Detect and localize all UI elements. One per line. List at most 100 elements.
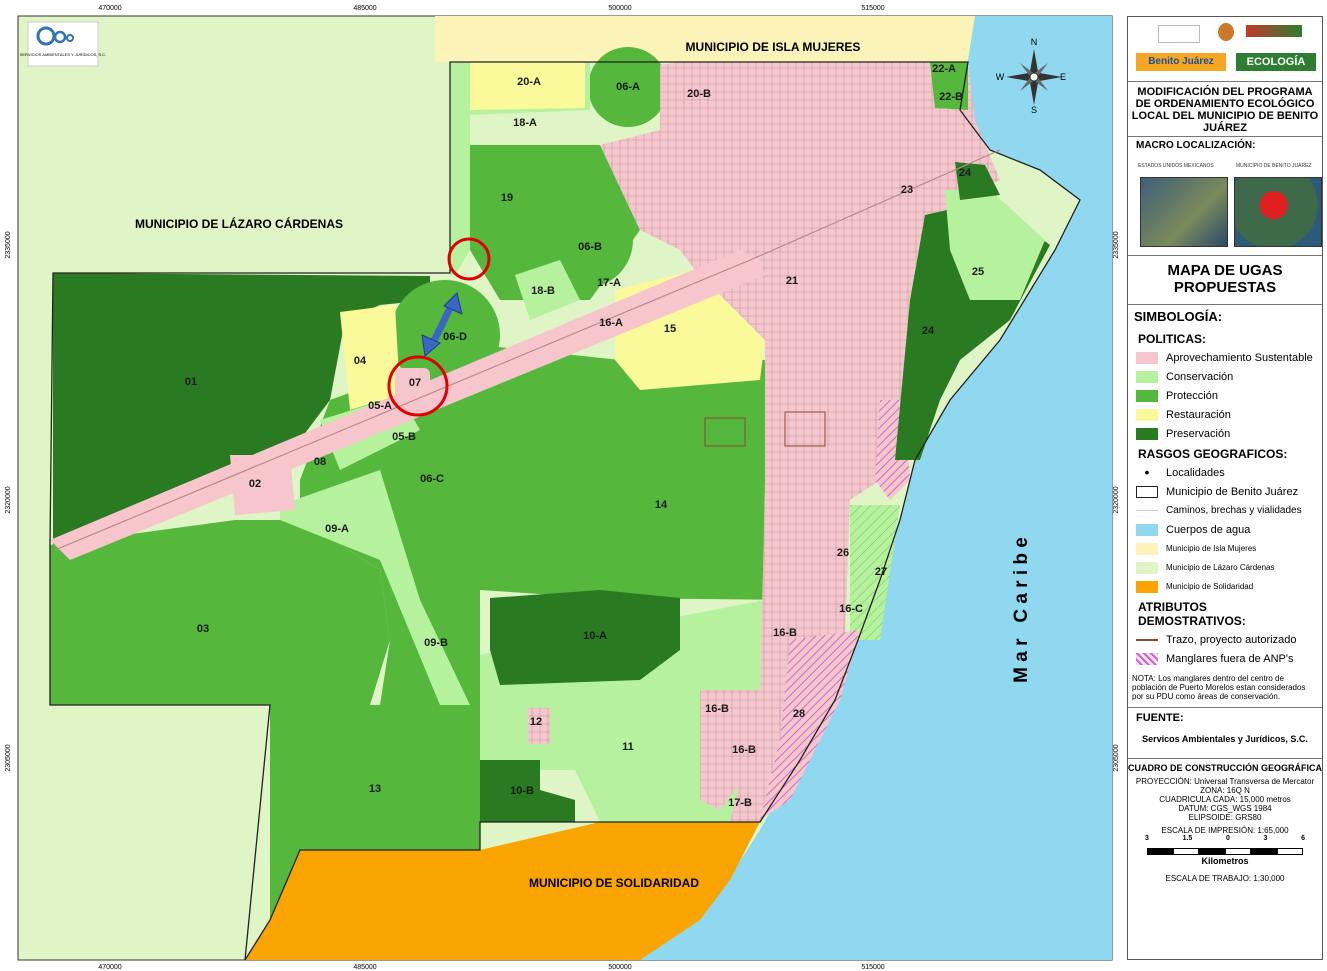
x-tick-label: 515000	[861, 964, 884, 971]
uga-label: 20-B	[687, 88, 711, 100]
uga-24-north-zone	[955, 162, 1000, 200]
uga-label: 11	[622, 741, 634, 753]
uga-16-b-zone	[700, 690, 770, 810]
lazaro-swatch	[1136, 561, 1158, 574]
uga-label: 18-B	[531, 285, 555, 297]
uga-label: 09-B	[424, 637, 448, 649]
nota: NOTA: Los manglares dentro del centro de…	[1128, 668, 1322, 708]
map-title: MAPA DE UGAS PROPUESTAS	[1128, 256, 1322, 305]
fuente-text: Servicos Ambientales y Jurídicos, S.C.	[1142, 734, 1308, 744]
uga-22-zone	[930, 62, 968, 110]
isla-swatch	[1136, 542, 1158, 555]
uga-label: 27	[875, 566, 887, 578]
uga-10-a-zone	[490, 590, 680, 685]
uga-label: 01	[185, 376, 197, 388]
caminos-label: Caminos, brechas y vialidades	[1166, 505, 1302, 516]
compass-s: S	[1031, 105, 1037, 115]
cuadro-line: CUADRICULA CADA: 15,000 metros	[1159, 795, 1291, 804]
legend-caminos: Caminos, brechas y vialidades	[1128, 501, 1322, 520]
rasgos-heading: RASGOS GEOGRAFICOS:	[1138, 447, 1288, 461]
uga-label: 22-A	[932, 63, 956, 75]
mexico-inset-map	[1140, 177, 1228, 247]
x-tick-label: 500000	[608, 5, 631, 12]
uga-label: 16-B	[773, 627, 797, 639]
municipio-benito-juarez-boundary	[49, 61, 1081, 961]
uga-label: 05-A	[368, 400, 392, 412]
agua-label: Cuerpos de agua	[1166, 523, 1251, 536]
politica-swatch	[1136, 389, 1158, 402]
escala-trabajo: ESCALA DE TRABAJO: 1:30,000	[1165, 874, 1285, 883]
manglares-south	[760, 630, 860, 820]
x-tick-label: 470000	[98, 964, 121, 971]
uga-label: 09-A	[325, 523, 349, 535]
uga-label: 16-C	[839, 603, 863, 615]
politicas-heading: POLITICAS:	[1138, 332, 1206, 346]
dot-icon: •	[1144, 463, 1150, 480]
municipio-bj-label: Municipio de Benito Juárez	[1166, 485, 1299, 498]
label-isla-mujeres: MUNICIPIO DE ISLA MUJERES	[686, 40, 861, 54]
scale-number: 3	[1145, 835, 1149, 842]
y-tick-label: 2335000	[5, 231, 12, 258]
politica-label: Conservación	[1166, 370, 1234, 383]
solidaridad-area	[245, 822, 760, 960]
uga-label: 26	[837, 547, 849, 559]
uga-label: 20-A	[517, 76, 541, 88]
water-swatch	[1136, 523, 1158, 536]
scale-bar	[1128, 848, 1322, 855]
y-tick-label: 2335000	[1113, 231, 1120, 258]
uga-label: 28	[793, 708, 805, 720]
uga-label: 15	[664, 323, 676, 335]
uga-label: 16-A	[599, 317, 623, 329]
localidades-label: Localidades	[1166, 466, 1225, 479]
uga-14-zone	[300, 345, 845, 705]
solidaridad-swatch	[1136, 580, 1158, 593]
politica-item: Protección	[1128, 386, 1322, 405]
politica-label: Restauración	[1166, 408, 1231, 421]
label-solidaridad: MUNICIPIO DE SOLIDARIDAD	[529, 876, 699, 890]
uga-label: 17-A	[597, 277, 621, 289]
y-tick-label: 2305000	[5, 744, 12, 771]
cuadro-line: PROYECCIÓN: Universal Transversa de Merc…	[1135, 777, 1315, 786]
manglares-label: Manglares fuera de ANP's	[1166, 652, 1294, 665]
cuadro-heading: CUADRO DE CONSTRUCCIÓN GEOGRÁFICA	[1128, 763, 1323, 773]
simbologia-section: SIMBOLOGÍA: POLITICAS: Aprovechamiento S…	[1128, 305, 1322, 708]
politica-label: Protección	[1166, 389, 1218, 402]
trazo-proyecto-a	[704, 417, 746, 447]
uga-label: 10-A	[583, 630, 607, 642]
uga-label: 22-B	[939, 91, 963, 103]
uga-18-b-zone	[515, 260, 580, 320]
uga-label: 14	[655, 499, 668, 511]
uga-10-b-zone	[480, 760, 575, 822]
isla-label: Municipio de Isla Mujeres	[1166, 544, 1257, 553]
uga-27-zone	[850, 505, 900, 640]
highlight-circle-north	[447, 237, 491, 281]
label-mar-caribe: M a r C a r i b e	[1011, 537, 1032, 683]
compass-w: W	[996, 72, 1005, 82]
legend-localidades: • Localidades	[1128, 463, 1322, 482]
x-tick-label: 515000	[861, 5, 884, 12]
politica-item: Preservación	[1128, 424, 1322, 443]
uga-label: 06-D	[443, 331, 467, 343]
uga-label: 24	[922, 325, 935, 337]
uga-label: 16-B	[732, 744, 756, 756]
simbologia-heading: SIMBOLOGÍA:	[1134, 309, 1223, 324]
uga-01-zone	[53, 273, 430, 560]
uga-label: 06-A	[616, 81, 640, 93]
benito-juarez-logo: Benito Juárez	[1136, 53, 1226, 71]
fuente-heading: FUENTE:	[1136, 712, 1184, 724]
trazo-swatch	[1136, 638, 1158, 641]
uga-label: 08	[314, 456, 326, 468]
uga-label: 12	[530, 716, 542, 728]
y-tick-label: 2305000	[1113, 744, 1120, 771]
fuente-section: FUENTE: Servicos Ambientales y Jurídicos…	[1128, 708, 1322, 759]
compass-n: N	[1031, 37, 1038, 47]
axis-ticks: 4700004700004850004850005000005000005150…	[5, 5, 1120, 971]
cuadro-line: ELIPSOIDE: GRS80	[1188, 813, 1262, 822]
highway-line	[54, 257, 756, 551]
highlight-circle-07	[387, 355, 449, 417]
escala-impresion: ESCALA DE IMPRESIÓN: 1:65,000	[1161, 826, 1289, 835]
road-swatch	[1136, 510, 1158, 511]
scale-number: 3	[1263, 835, 1268, 842]
scale-number: 1.5	[1182, 835, 1193, 842]
legend-lazaro: Municipio de Lázaro Cárdenas	[1128, 558, 1322, 577]
